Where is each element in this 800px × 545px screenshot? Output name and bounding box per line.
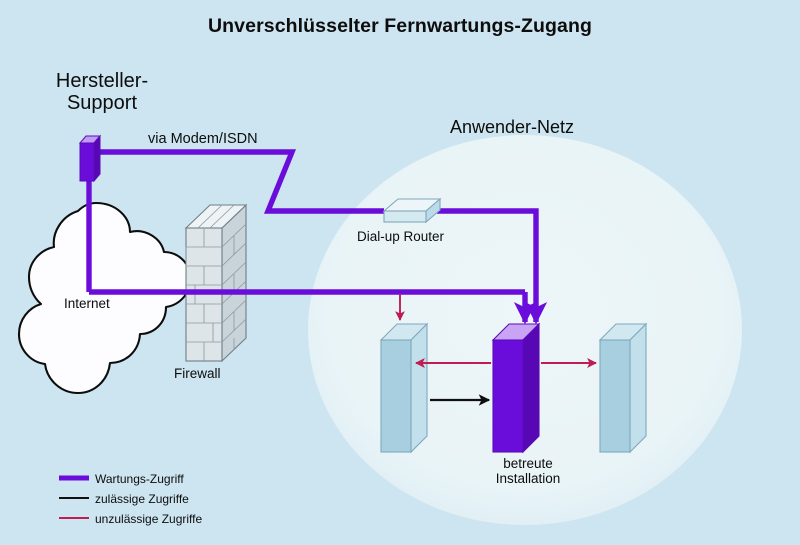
disallowed-arrows <box>395 294 597 368</box>
dialup-router <box>382 197 442 224</box>
label-via-modem-isdn: via Modem/ISDN <box>148 131 258 147</box>
legend-label-unzulaessige-zugriffe: unzulässige Zugriffe <box>95 512 203 526</box>
firewall-wall <box>184 203 248 363</box>
legend-label-zulaessige-zugriffe: zulässige Zugriffe <box>95 492 189 506</box>
label-betreute-installation: betreute Installation <box>495 456 561 487</box>
maintenance-links <box>86 149 525 295</box>
right-server <box>598 322 648 454</box>
page-title: Unverschlüsselter Fernwartungs-Zugang <box>207 15 593 37</box>
legend-swatches <box>59 475 89 519</box>
router-to-maintained-server-link <box>437 208 548 325</box>
maintained-server <box>491 322 541 454</box>
legend-label-wartungs-zugriff: Wartungs-Zugriff <box>95 472 184 486</box>
support-to-router-modem-link <box>92 149 384 214</box>
label-internet: Internet <box>64 296 110 311</box>
label-anwender-netz: Anwender-Netz <box>450 117 575 137</box>
label-firewall: Firewall <box>174 366 221 381</box>
label-dialup-router: Dial-up Router <box>357 229 445 244</box>
left-server <box>379 322 429 454</box>
label-hersteller-support: Hersteller- Support <box>55 70 149 115</box>
internet-cloud <box>17 201 192 395</box>
hersteller-support-host <box>78 134 102 183</box>
